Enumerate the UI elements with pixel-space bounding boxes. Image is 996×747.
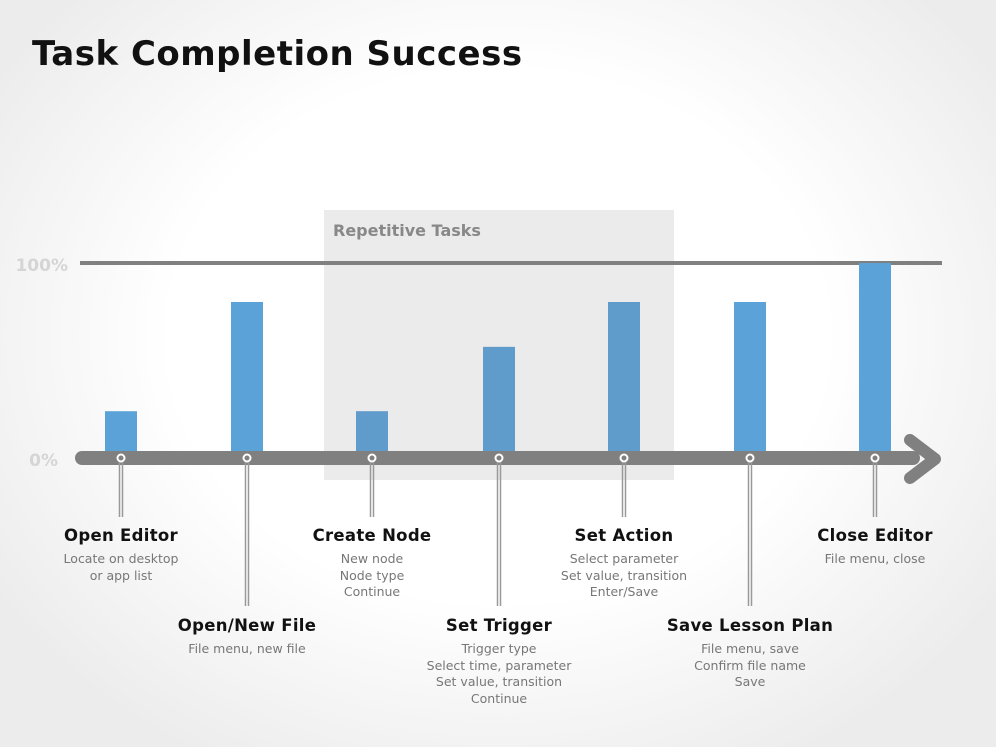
step-description-line: File menu, save xyxy=(701,641,799,656)
step-title: Set Action xyxy=(574,526,674,545)
max-line xyxy=(80,261,942,265)
bar xyxy=(608,302,640,458)
step-description-line: Set value, transition xyxy=(435,674,563,689)
step-description-line: Confirm file name xyxy=(694,657,806,673)
timeline-node xyxy=(494,453,504,463)
step-description-line: Node type xyxy=(339,567,405,583)
step-description-line: New node xyxy=(340,551,404,566)
chart-title: Task Completion Success xyxy=(32,34,523,74)
step-title: Set Trigger xyxy=(445,616,553,635)
bar xyxy=(231,302,263,458)
timeline-node xyxy=(870,453,880,463)
step-title: Open Editor xyxy=(64,526,178,545)
y-tick-label: 100% xyxy=(15,256,68,276)
timeline-node xyxy=(242,453,252,463)
step-description-line: Locate on desktop xyxy=(63,551,179,566)
bar xyxy=(859,263,891,458)
arrow-head-icon xyxy=(904,434,941,484)
step-description: File menu, close xyxy=(765,551,985,568)
step-description-line: Save xyxy=(734,674,766,689)
bar xyxy=(483,346,515,458)
step-description-line: Select time, parameter xyxy=(426,657,572,673)
highlight-region-label: Repetitive Tasks xyxy=(333,221,481,240)
timeline-node xyxy=(367,453,377,463)
step-title: Close Editor xyxy=(817,526,933,545)
step-description-line: Select parameter xyxy=(569,551,679,566)
y-tick-label: 0% xyxy=(29,451,58,471)
bar xyxy=(356,411,388,458)
step-description: File menu, new file xyxy=(137,641,357,658)
timeline-node xyxy=(745,453,755,463)
step-description-line: Continue xyxy=(470,690,528,706)
step-description-line: File menu, close xyxy=(824,551,926,566)
bar xyxy=(734,302,766,458)
timeline-node xyxy=(116,453,126,463)
step-title: Open/New File xyxy=(177,616,317,635)
step-title: Save Lesson Plan xyxy=(666,616,834,635)
step-description-line: File menu, new file xyxy=(188,641,306,656)
step-description-line: Continue xyxy=(343,584,401,599)
step-description-line: Trigger type xyxy=(461,641,537,656)
step-description-line: Enter/Save xyxy=(589,584,659,599)
step-title: Create Node xyxy=(312,526,432,545)
step-description-line: Set value, transition xyxy=(560,567,688,583)
timeline-node xyxy=(619,453,629,463)
step-description-line: or app list xyxy=(89,567,153,583)
bar xyxy=(105,411,137,458)
